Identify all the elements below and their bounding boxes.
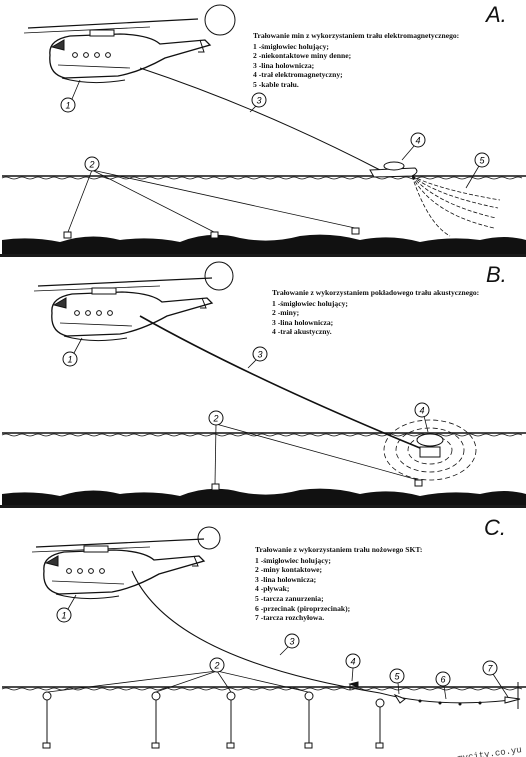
marker-5-label: 5 [394,672,400,682]
marker-2-pointers [67,169,356,233]
legend-item: 2 -niekontaktowe miny denne; [253,51,352,61]
marker-6 [435,671,451,700]
marker-3 [247,346,268,369]
panel-letter: C. [484,515,506,540]
otter-board [504,682,521,709]
legend-title: Trałowanie min z wykorzystaniem trału el… [253,31,460,40]
tow-cable [139,315,421,449]
legend-item: 3 -lina holownicza; [272,317,334,327]
marker-2-label: 2 [88,160,94,170]
sweep-cables [411,175,501,237]
panel-c-drawing: 1 2 3 4 5 6 7 [1,526,526,749]
marker-2-label: 2 [213,661,219,671]
marker-5 [465,152,490,189]
legend-item: 4 -trał elektromagnetyczny; [253,70,343,80]
marker-4 [345,653,361,682]
helicopter [51,261,234,342]
helicopter [43,526,221,600]
legend-item: 5 -tarcza zanurzenia; [255,593,324,603]
marker-2 [84,156,100,172]
legend-item: 3 -lina holownicza; [253,60,315,70]
panel-c-legend: Trałowanie z wykorzystaniem trału nożowe… [255,545,515,623]
panel-separator [0,505,526,508]
legend-title: Trałowanie z wykorzystaniem trału nożowe… [255,545,423,554]
tow-cable [131,570,381,694]
seabed [2,234,526,254]
contact-mines [42,691,385,749]
cutters [398,696,482,706]
marker-6-label: 6 [440,675,445,685]
marker-1-label: 1 [61,611,66,621]
legend-item: 4 -pływak; [255,584,290,594]
marker-3 [249,92,267,113]
marker-4 [401,132,426,161]
legend-item: 6 -przecinak (piroprzecinak); [255,603,351,613]
marker-1 [56,594,77,623]
helicopter [49,4,236,84]
marker-2 [208,410,224,426]
marker-2 [209,657,225,673]
panel-letter: A. [486,2,507,27]
marker-4 [414,402,430,433]
marker-7-label: 7 [487,664,493,674]
acoustic-sweep-device [416,433,444,458]
acoustic-waves [383,419,477,481]
helicopter-rotor [23,18,199,34]
marker-3-label: 3 [289,637,294,647]
depressor [393,693,406,704]
sea-surface [1,686,526,691]
marker-3-label: 3 [257,350,262,360]
float [348,681,359,690]
marker-4-label: 4 [350,657,355,667]
marker-3 [279,633,300,656]
seabed [2,488,526,505]
electromagnetic-sweep-sled [369,161,418,178]
panel-a-legend: Trałowanie min z wykorzystaniem trału el… [253,31,521,90]
sea-surface [1,175,526,180]
panel-b-acoustic-sweep: 1 2 3 4 B. Trałowanie z wykorzystaniem p… [0,258,526,505]
legend-item: 1 -śmigłowiec holujący; [255,555,331,565]
marker-2-label: 2 [212,414,218,424]
panel-b-legend: Trałowanie z wykorzystaniem pokładowego … [272,288,522,337]
mines [211,479,423,491]
marker-5-label: 5 [479,156,485,166]
marker-1-label: 1 [65,101,70,111]
legend-item: 2 -miny; [272,308,300,318]
panel-letter: B. [486,262,507,287]
marker-3-label: 3 [256,96,261,106]
marker-1 [60,79,81,113]
marker-1-label: 1 [67,355,72,365]
legend-title: Trałowanie z wykorzystaniem pokładowego … [272,288,480,297]
marker-2-pointers [214,423,419,485]
marker-7 [482,660,509,698]
bottom-mines [63,227,360,239]
legend-item: 3 -lina holownicza; [255,574,317,584]
legend-item: 5 -kable trału. [253,79,299,89]
sea-surface [1,432,526,437]
panel-a-electromagnetic-sweep: 1 2 3 4 5 A. Trałowanie min z wykorzysta… [0,0,526,254]
marker-5 [389,668,405,695]
tow-cable [139,67,381,171]
marker-4-label: 4 [419,406,424,416]
legend-item: 1 -śmigłowiec holujący; [272,298,348,308]
marker-1 [62,337,83,367]
legend-item: 4 -trał akustyczny. [272,327,332,337]
legend-item: 2 -miny kontaktowe; [255,565,323,575]
sweep-wire [379,692,521,704]
panel-c-cutting-sweep: 1 2 3 4 5 6 7 C. Trałowanie z wykorzysta… [0,509,526,757]
marker-4-label: 4 [415,136,420,146]
marker-2-pointers [47,670,309,693]
panel-a-drawing: 1 2 3 4 5 [1,4,526,254]
panel-b-drawing: 1 2 3 4 [1,261,526,505]
legend-item: 7 -tarcza rozchyłowa. [255,613,325,623]
panel-separator [0,254,526,257]
helicopter-rotor [33,277,213,292]
legend-item: 1 -śmigłowiec holujący; [253,41,329,51]
